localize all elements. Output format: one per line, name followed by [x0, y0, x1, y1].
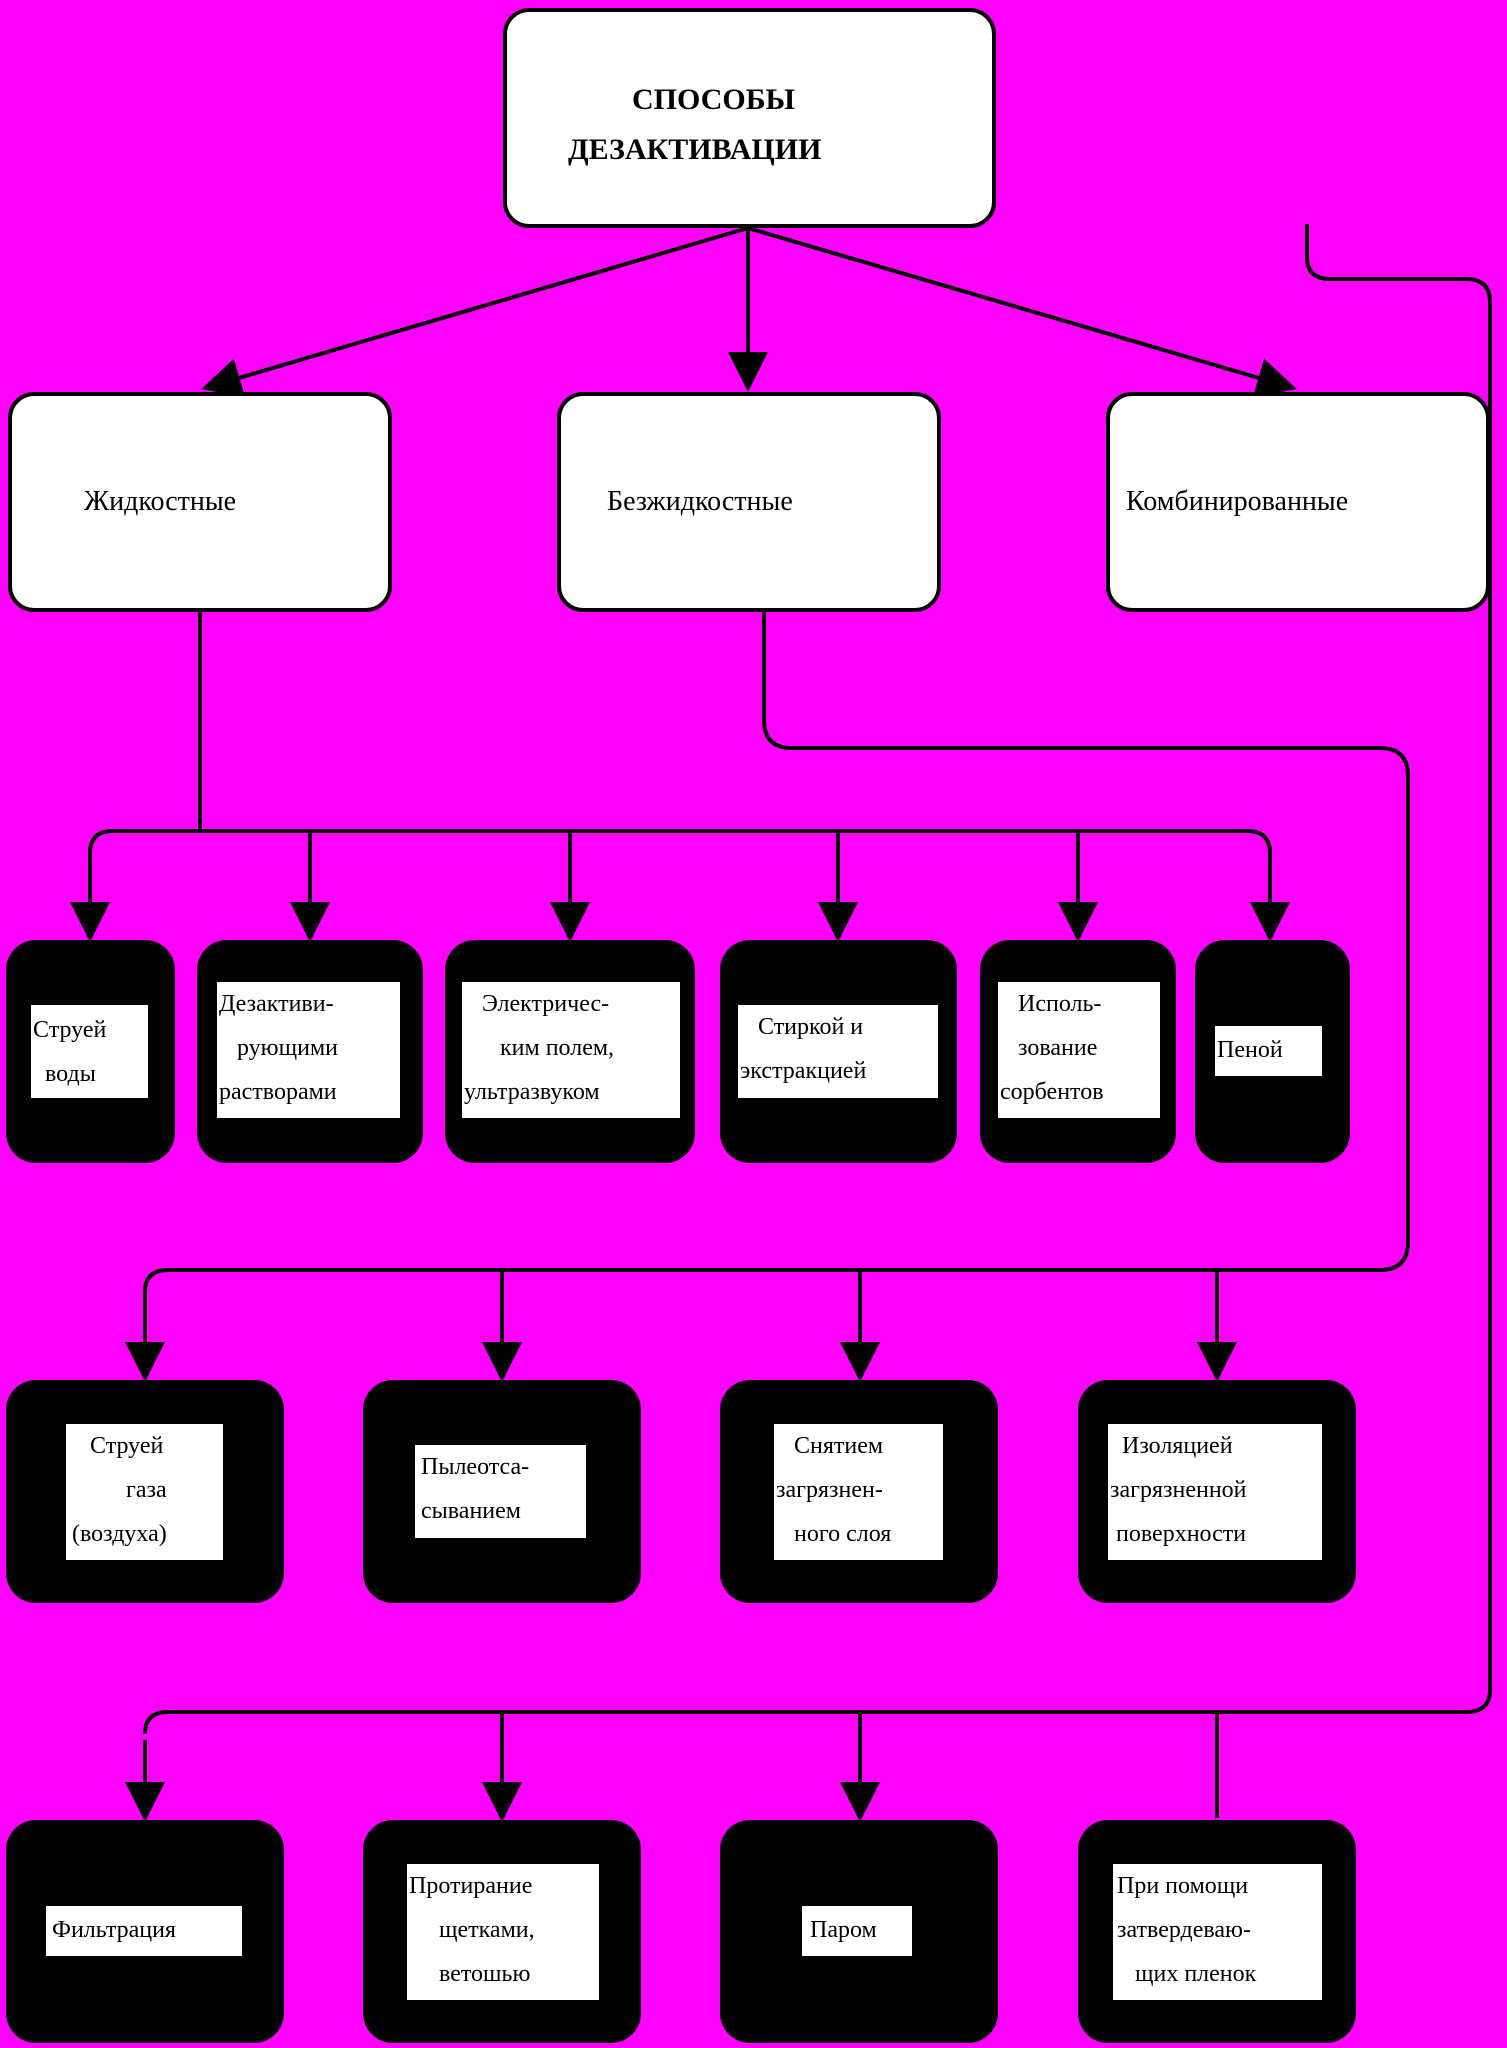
connector-dry-trunk [143, 612, 1410, 1378]
combined-method-3: Паром [720, 1820, 998, 2043]
dry-method-2: Пылеотса- сыванием [363, 1380, 641, 1603]
combined-method-4-label: При помощи затвердеваю- щих пленок [1113, 1864, 1322, 2000]
category-liquid-label: Жидкостные [84, 486, 237, 517]
category-combined: Комбинированные [1106, 392, 1490, 612]
combined-method-1-label: Фильтрация [46, 1906, 242, 1956]
liquid-method-6-label: Пеной [1215, 1026, 1322, 1076]
combined-method-2: Протирание щетками, ветошью [363, 1820, 641, 2043]
liquid-method-6: Пеной [1195, 940, 1350, 1163]
combined-method-4: При помощи затвердеваю- щих пленок [1078, 1820, 1356, 2043]
dry-method-2-label: Пылеотса- сыванием [415, 1445, 586, 1538]
root-node: СПОСОБЫ ДЕЗАКТИВАЦИИ [503, 8, 996, 228]
liquid-method-2-label: Дезактиви- рующими растворами [217, 982, 400, 1118]
root-title-line-1: СПОСОБЫ [632, 83, 795, 116]
dry-method-4-label: Изоляцией загрязненной поверхности [1108, 1424, 1322, 1560]
liquid-method-2: Дезактиви- рующими растворами [197, 940, 423, 1163]
connector-root-combined [747, 226, 1297, 398]
category-dry-label: Безжидкостные [607, 486, 793, 517]
liquid-method-5-label: Исполь- зование сорбентов [998, 982, 1160, 1118]
combined-method-3-label: Паром [802, 1906, 912, 1956]
category-dry: Безжидкостные [557, 392, 941, 612]
liquid-method-3: Электричес- ким полем, ультразвуком [445, 940, 695, 1163]
category-combined-label: Комбинированные [1126, 486, 1349, 517]
dry-method-4: Изоляцией загрязненной поверхности [1078, 1380, 1356, 1603]
connector-combined-trunk [143, 224, 1492, 1735]
dry-method-3: Снятием загрязнен- ного слоя [720, 1380, 998, 1603]
connector-liquid-bus [88, 829, 1272, 938]
liquid-method-1-label: Струей воды [31, 1005, 148, 1098]
liquid-method-1: Струей воды [6, 940, 175, 1163]
dry-method-3-label: Снятием загрязнен- ного слоя [774, 1424, 943, 1560]
liquid-method-3-label: Электричес- ким полем, ультразвуком [462, 982, 680, 1118]
category-liquid: Жидкостные [8, 392, 392, 612]
connector-root-liquid [201, 226, 749, 398]
liquid-method-4: Стиркой и экстракцией [720, 940, 957, 1163]
liquid-method-5: Исполь- зование сорбентов [980, 940, 1176, 1163]
combined-method-2-label: Протирание щетками, ветошью [407, 1864, 599, 2000]
dry-method-1-label: Струей газа (воздуха) [66, 1424, 223, 1560]
combined-method-1: Фильтрация [6, 1820, 284, 2043]
root-title-line-2: ДЕЗАКТИВАЦИИ [568, 133, 822, 166]
dry-method-1: Струей газа (воздуха) [6, 1380, 284, 1603]
liquid-method-4-label: Стиркой и экстракцией [738, 1005, 938, 1098]
